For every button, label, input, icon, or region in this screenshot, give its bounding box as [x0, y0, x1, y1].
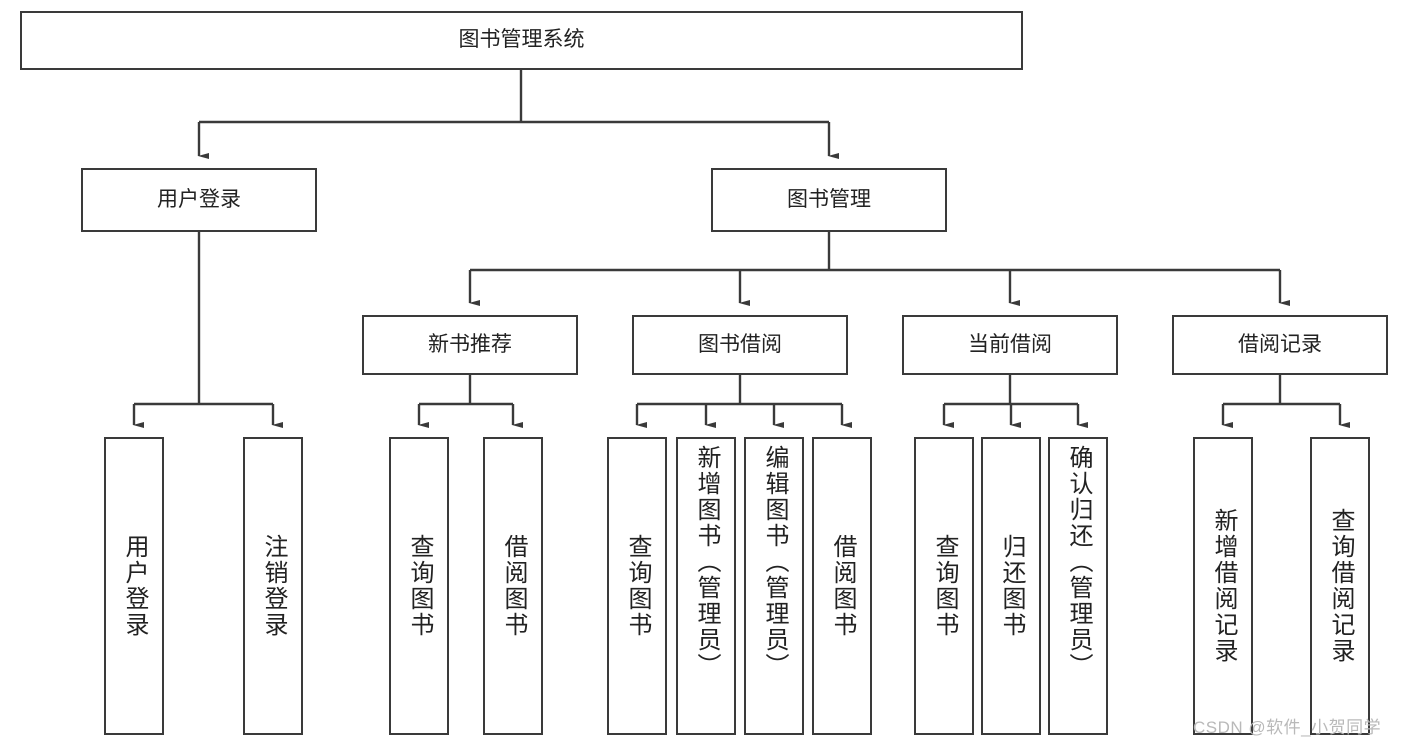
- node-current-borrow[interactable]: 当前借阅: [902, 315, 1118, 375]
- node-leaf-user-login-label: 用户登录: [121, 534, 148, 638]
- node-leaf-add-record[interactable]: 新增借阅记录: [1193, 437, 1253, 735]
- node-leaf-add-book-label: 新增图书（管理员）: [693, 445, 720, 679]
- node-leaf-query-book-2[interactable]: 查询图书: [607, 437, 667, 735]
- node-new-book-recommend-label: 新书推荐: [428, 332, 512, 356]
- node-leaf-query-record-label: 查询借阅记录: [1327, 508, 1354, 664]
- watermark-text: CSDN @软件_小贺同学: [1193, 718, 1382, 737]
- node-leaf-query-record[interactable]: 查询借阅记录: [1310, 437, 1370, 735]
- node-leaf-borrow-book-1-label: 借阅图书: [500, 534, 527, 638]
- node-leaf-user-login[interactable]: 用户登录: [104, 437, 164, 735]
- node-leaf-query-book-3-label: 查询图书: [931, 534, 958, 638]
- node-leaf-edit-book-label: 编辑图书（管理员）: [761, 445, 788, 679]
- node-borrow-record[interactable]: 借阅记录: [1172, 315, 1388, 375]
- node-leaf-borrow-book-2-label: 借阅图书: [829, 534, 856, 638]
- node-book-borrow[interactable]: 图书借阅: [632, 315, 848, 375]
- node-leaf-query-book-3[interactable]: 查询图书: [914, 437, 974, 735]
- node-book-manage[interactable]: 图书管理: [711, 168, 947, 232]
- node-root-label: 图书管理系统: [458, 28, 585, 52]
- node-leaf-confirm-return[interactable]: 确认归还（管理员）: [1048, 437, 1108, 735]
- node-new-book-recommend[interactable]: 新书推荐: [362, 315, 578, 375]
- node-leaf-add-book[interactable]: 新增图书（管理员）: [676, 437, 736, 735]
- node-leaf-borrow-book-1[interactable]: 借阅图书: [483, 437, 543, 735]
- node-book-borrow-label: 图书借阅: [698, 332, 782, 356]
- node-borrow-record-label: 借阅记录: [1238, 332, 1322, 356]
- node-leaf-logout-label: 注销登录: [260, 534, 287, 638]
- node-user-login[interactable]: 用户登录: [81, 168, 317, 232]
- node-current-borrow-label: 当前借阅: [968, 332, 1052, 356]
- node-book-manage-label: 图书管理: [787, 187, 871, 211]
- node-leaf-query-book-1-label: 查询图书: [406, 534, 433, 638]
- node-leaf-edit-book[interactable]: 编辑图书（管理员）: [744, 437, 804, 735]
- node-leaf-add-record-label: 新增借阅记录: [1210, 508, 1237, 664]
- node-leaf-query-book-1[interactable]: 查询图书: [389, 437, 449, 735]
- node-leaf-return-book-label: 归还图书: [998, 534, 1025, 638]
- node-leaf-borrow-book-2[interactable]: 借阅图书: [812, 437, 872, 735]
- node-leaf-query-book-2-label: 查询图书: [624, 534, 651, 638]
- node-leaf-logout[interactable]: 注销登录: [243, 437, 303, 735]
- node-leaf-return-book[interactable]: 归还图书: [981, 437, 1041, 735]
- node-leaf-confirm-return-label: 确认归还（管理员）: [1065, 445, 1092, 679]
- node-user-login-label: 用户登录: [157, 187, 241, 211]
- node-root[interactable]: 图书管理系统: [20, 11, 1023, 70]
